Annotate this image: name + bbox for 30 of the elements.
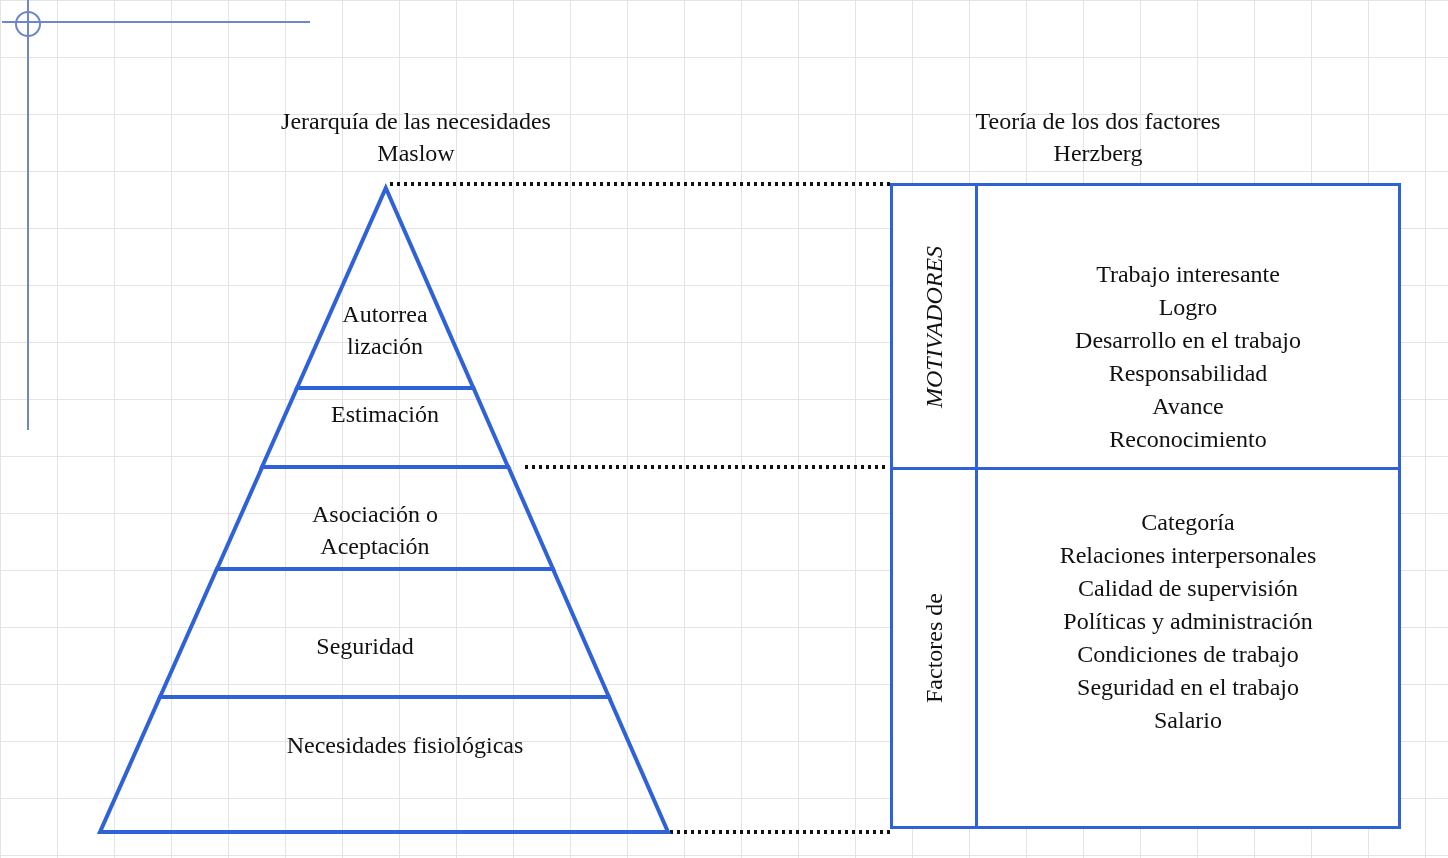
factor-item: Reconocimiento (1109, 425, 1267, 454)
factor-item: Calidad de supervisión (1078, 574, 1298, 603)
column-heading: Jerarquía de las necesidades (281, 108, 551, 135)
factor-item: Logro (1158, 293, 1218, 322)
factor-item: Desarrollo en el trabajo (1075, 326, 1301, 355)
column-heading: Teoría de los dos factores (975, 108, 1221, 135)
level-label: Autorrea lización (341, 300, 429, 361)
level-label: Estimación (330, 400, 440, 429)
factor-item: Seguridad en el trabajo (1077, 673, 1299, 702)
category-label: Factores de (920, 593, 948, 703)
factor-item: Políticas y administración (1063, 607, 1313, 636)
level-label: Asociación o Aceptación (311, 500, 439, 561)
factor-item: Avance (1152, 392, 1224, 421)
column-heading: Maslow (377, 140, 455, 167)
category-label: MOTIVADORES (920, 245, 948, 408)
factor-item: Categoría (1141, 508, 1235, 537)
level-label: Necesidades fisiológicas (285, 731, 525, 760)
table-cell (890, 467, 978, 829)
table-cell (890, 183, 978, 470)
table-cell (975, 467, 1401, 829)
factor-item: Trabajo interesante (1096, 260, 1280, 289)
factor-item: Salario (1154, 706, 1222, 735)
level-label: Seguridad (315, 632, 415, 661)
factor-item: Condiciones de trabajo (1077, 640, 1299, 669)
factor-item: Responsabilidad (1108, 359, 1268, 388)
column-heading: Herzberg (1053, 140, 1143, 167)
dotted-connector (390, 182, 890, 186)
dotted-connector (670, 830, 890, 834)
factor-item: Relaciones interpersonales (1059, 541, 1317, 570)
table-cell (975, 183, 1401, 470)
